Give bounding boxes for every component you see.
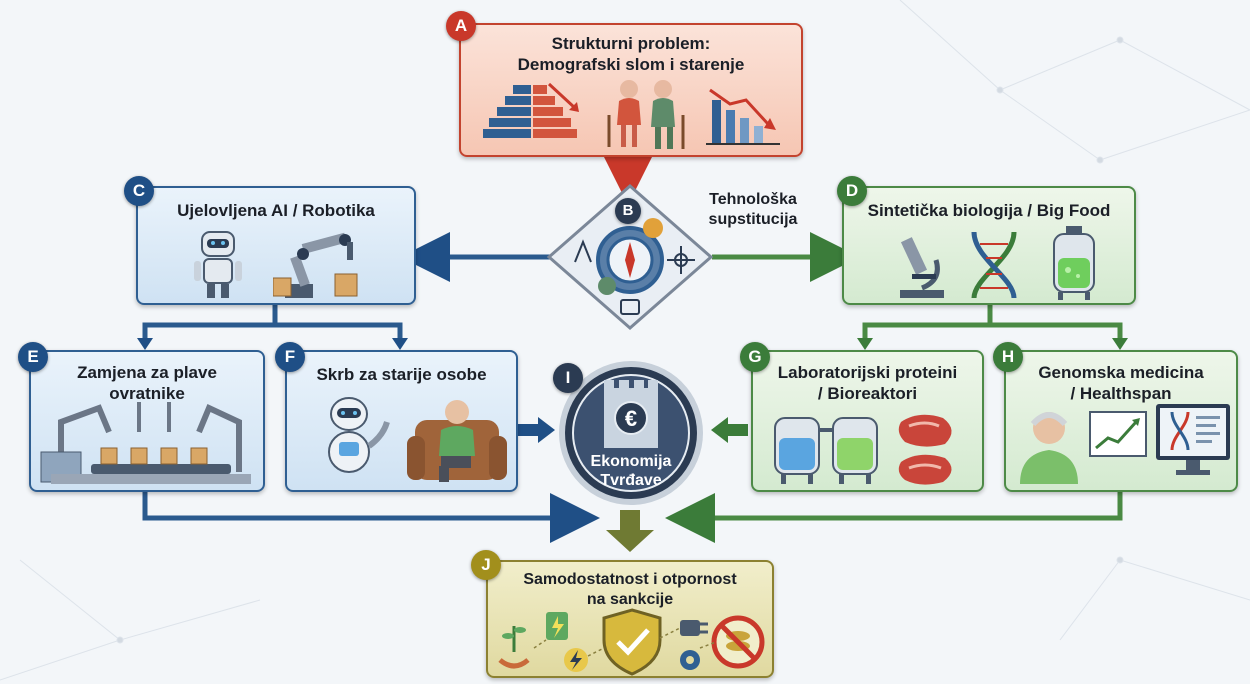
badge-i: I <box>553 363 583 393</box>
badge-c: C <box>124 176 154 206</box>
node-b-label: Tehnološka supstitucija <box>708 191 798 228</box>
node-g-box: Laboratorijski proteini / Bioreaktori <box>751 350 984 492</box>
industrial-robot-arm-icon <box>273 232 358 298</box>
badge-a: A <box>446 11 476 41</box>
gear-icon <box>680 650 700 670</box>
node-j-title: Samodostatnost i otpornost na sankcije <box>523 571 737 608</box>
node-c-title: Ujelovljena AI / Robotika <box>177 201 375 220</box>
elderly-people-icon <box>607 80 685 149</box>
node-d-box: Sintetička biologija / Big Food <box>842 186 1136 305</box>
bioreactor-tank-icon <box>1053 226 1095 300</box>
badge-e: E <box>18 342 48 372</box>
badge-b: B <box>615 198 641 224</box>
badge-g: G <box>740 342 770 372</box>
hands-plant-icon <box>498 626 530 669</box>
node-b-diamond <box>546 184 714 330</box>
arrow-h-j <box>665 492 1123 543</box>
node-f-box: Skrb za starije osobe <box>285 350 518 492</box>
node-a-title: Strukturni problem: Demografski slom i s… <box>517 34 745 74</box>
care-robot-icon <box>328 397 390 473</box>
no-money-icon <box>711 615 765 669</box>
node-i-logo: € <box>624 406 638 431</box>
badge-d: D <box>837 176 867 206</box>
node-e-box: Zamjena za plave ovratnike <box>29 350 265 492</box>
node-j-box: Samodostatnost i otpornost na sankcije <box>486 560 774 678</box>
node-a-box: Strukturni problem: Demografski slom i s… <box>459 23 803 157</box>
node-i-title: Ekonomija Tvrđave <box>590 453 672 489</box>
badge-h: H <box>993 342 1023 372</box>
lightning-icon <box>564 648 588 672</box>
compass-icon <box>574 239 592 263</box>
assembly-line-icon <box>40 402 251 484</box>
node-d-title: Sintetička biologija / Big Food <box>867 201 1111 220</box>
resilience-icons <box>498 608 765 676</box>
chip-icon <box>620 299 640 315</box>
monitor-dna-icon <box>1156 404 1230 475</box>
badge-j: J <box>471 550 501 580</box>
humanoid-robot-icon <box>194 231 242 298</box>
arrow-i-j <box>606 510 654 552</box>
elderly-man-icon <box>1020 412 1078 484</box>
population-pyramid-icon <box>483 82 579 138</box>
dna-helix-icon <box>971 231 1017 299</box>
arrow-d-g-h <box>862 305 1123 340</box>
declining-chart-icon <box>706 88 780 145</box>
arrow-c-e-f <box>142 305 403 340</box>
badge-f: F <box>275 342 305 372</box>
growth-chart-icon <box>1089 411 1147 457</box>
node-g-title: Laboratorijski proteini / Bioreaktori <box>777 363 958 403</box>
microscope-icon <box>900 237 944 298</box>
meat-cuts-icon <box>898 414 952 485</box>
gears-icon <box>596 218 664 295</box>
elderly-in-armchair-icon <box>407 400 507 482</box>
node-f-title: Skrb za starije osobe <box>316 365 487 384</box>
arrow-e-j <box>142 492 600 543</box>
node-e-title: Zamjena za plave ovratnike <box>77 363 217 403</box>
node-h-box: Genomska medicina / Healthspan <box>1004 350 1238 492</box>
node-c-box: Ujelovljena AI / Robotika <box>136 186 416 305</box>
bioreactors-icon <box>774 417 878 484</box>
node-h-title: Genomska medicina / Healthspan <box>1038 363 1204 403</box>
shield-check-icon <box>602 608 662 676</box>
node-i-emblem <box>559 361 703 505</box>
battery-icon <box>546 612 568 640</box>
plug-icon <box>680 620 708 636</box>
